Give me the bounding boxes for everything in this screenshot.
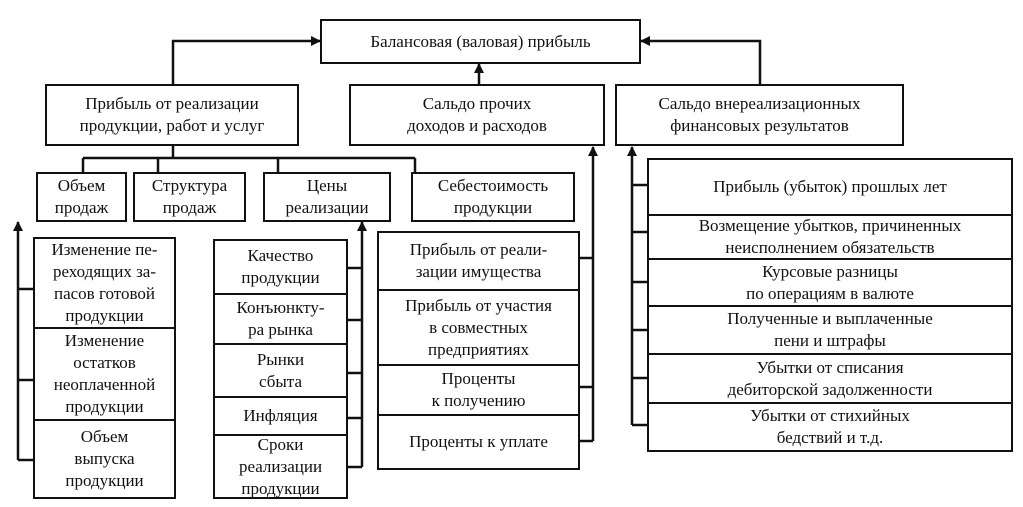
other-income-item: Проценты к получению — [377, 364, 580, 416]
arrow-nonop-to-root — [640, 36, 762, 84]
other-income-item: Прибыль от участия в совместных предприя… — [377, 289, 580, 366]
price-factor: Конъюнкту- ра рынка — [213, 293, 348, 345]
nonop-item: Прибыль (убыток) прошлых лет — [647, 158, 1013, 216]
root-balance-profit: Балансовая (валовая) прибыль — [320, 19, 641, 64]
volume-factor: Изменение пе- реходящих за- пасов готово… — [33, 237, 176, 329]
price-factor: Качество продукции — [213, 239, 348, 295]
nonop-results-box: Сальдо внереализационных финансовых резу… — [615, 84, 904, 146]
nonop-item: Убытки от списания дебиторской задолженн… — [647, 353, 1013, 404]
arrow-sales-to-root — [171, 36, 321, 84]
factor-production-cost: Себестоимость продукции — [411, 172, 575, 222]
price-factor: Сроки реализации продукции — [213, 434, 348, 499]
volume-factor: Объем выпуска продукции — [33, 419, 176, 499]
other-income-item: Прибыль от реали- зации имущества — [377, 231, 580, 291]
nonop-item: Возмещение убытков, причиненных неисполн… — [647, 214, 1013, 260]
factor-sale-prices: Цены реализации — [263, 172, 391, 222]
other-income-item: Проценты к уплате — [377, 414, 580, 470]
sales-profit-box: Прибыль от реализации продукции, работ и… — [45, 84, 299, 146]
volume-factor: Изменение остатков неоплаченной продукци… — [33, 327, 176, 421]
other-income-balance-box: Сальдо прочих доходов и расходов — [349, 84, 605, 146]
factor-sales-structure: Структура продаж — [133, 172, 246, 222]
nonop-item: Убытки от стихийных бедствий и т.д. — [647, 402, 1013, 452]
price-factor: Инфляция — [213, 396, 348, 436]
price-factor: Рынки сбыта — [213, 343, 348, 398]
nonop-item: Полученные и выплаченные пени и штрафы — [647, 305, 1013, 355]
nonop-item: Курсовые разницы по операциям в валюте — [647, 258, 1013, 307]
factor-sales-volume: Объем продаж — [36, 172, 127, 222]
